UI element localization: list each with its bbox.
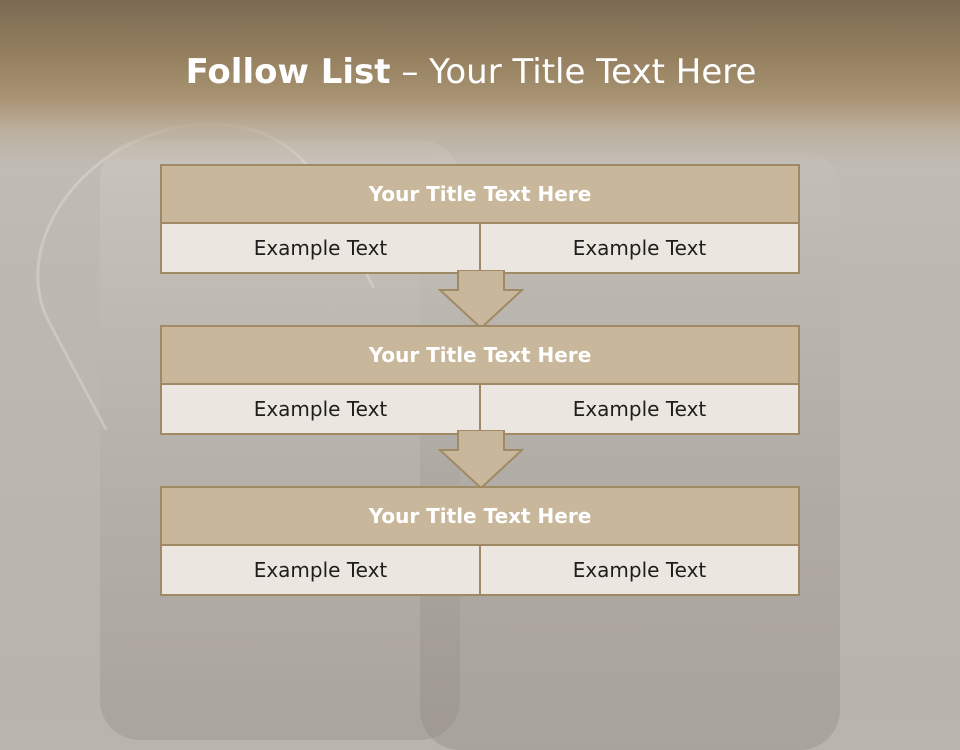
- block-cell-right: Example Text: [479, 546, 798, 594]
- block-cell-left: Example Text: [253, 236, 388, 260]
- block-row: Example Text Example Text: [162, 224, 798, 272]
- down-arrow-icon: [438, 430, 524, 490]
- block-title: Your Title Text Here: [162, 166, 798, 224]
- down-arrow-icon: [438, 270, 524, 330]
- list-block-3: Your Title Text Here Example Text Exampl…: [160, 486, 800, 596]
- block-title: Your Title Text Here: [162, 327, 798, 385]
- block-row: Example Text Example Text: [162, 385, 798, 433]
- block-row: Example Text Example Text: [162, 546, 798, 594]
- block-cell-left: Example Text: [253, 558, 388, 582]
- slide-title-rest: – Your Title Text Here: [390, 52, 757, 92]
- block-title: Your Title Text Here: [162, 488, 798, 546]
- block-cell-right: Example Text: [479, 385, 798, 433]
- list-block-2: Your Title Text Here Example Text Exampl…: [160, 325, 800, 435]
- block-cell-left: Example Text: [253, 397, 388, 421]
- slide-title-bold: Follow List: [185, 52, 391, 92]
- slide-title: Follow List – Your Title Text Here: [0, 52, 942, 92]
- list-block-1: Your Title Text Here Example Text Exampl…: [160, 164, 800, 274]
- title-banner: [0, 0, 960, 165]
- block-cell-right: Example Text: [479, 224, 798, 272]
